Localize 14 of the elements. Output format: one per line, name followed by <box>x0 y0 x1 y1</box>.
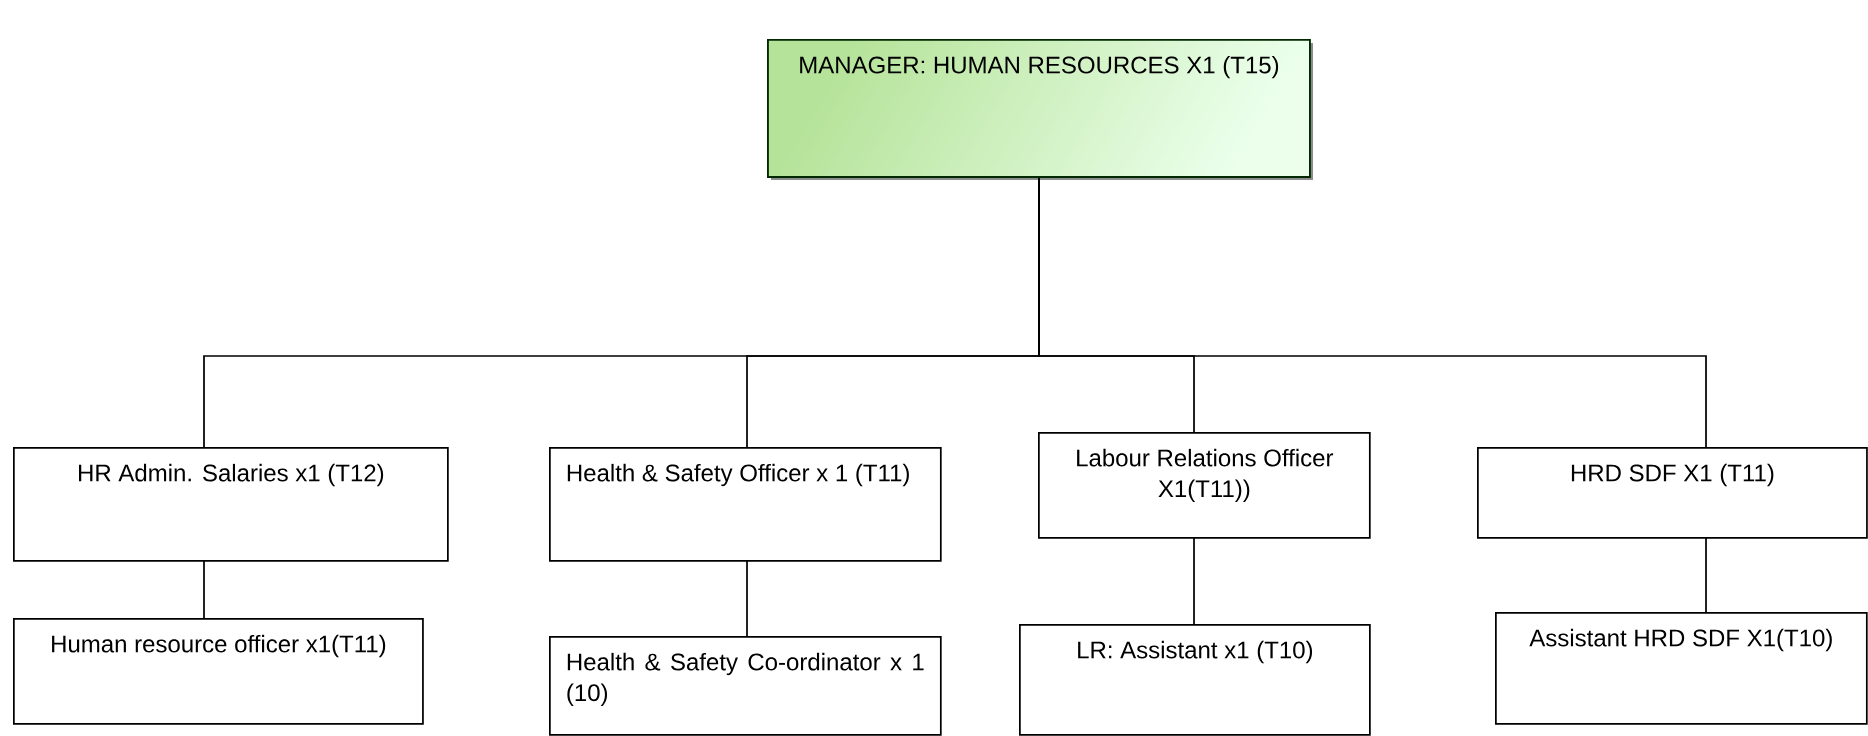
position-box: Assistant HRD SDF X1(T10) <box>1495 612 1868 725</box>
position-box: Labour Relations Officer X1(T11)) <box>1038 432 1371 539</box>
connector-line <box>1193 536 1195 625</box>
connector-line <box>1705 536 1707 613</box>
position-box: Health & Safety Co-ordinator x 1 (10) <box>549 636 942 736</box>
position-box: LR: Assistant x1 (T10) <box>1019 624 1371 736</box>
position-box: Human resource officer x1(T11) <box>13 618 424 725</box>
connector-line <box>203 559 205 619</box>
position-box: HRD SDF X1 (T11) <box>1477 447 1868 539</box>
position-box: Health & Safety Officer x 1 (T11) <box>549 447 942 562</box>
connector-line <box>746 559 748 637</box>
connector-line <box>1038 177 1707 448</box>
title-box: MANAGER: HUMAN RESOURCES X1 (T15) <box>767 39 1313 180</box>
position-box: HR Admin. Salaries x1 (T12) <box>13 447 449 562</box>
